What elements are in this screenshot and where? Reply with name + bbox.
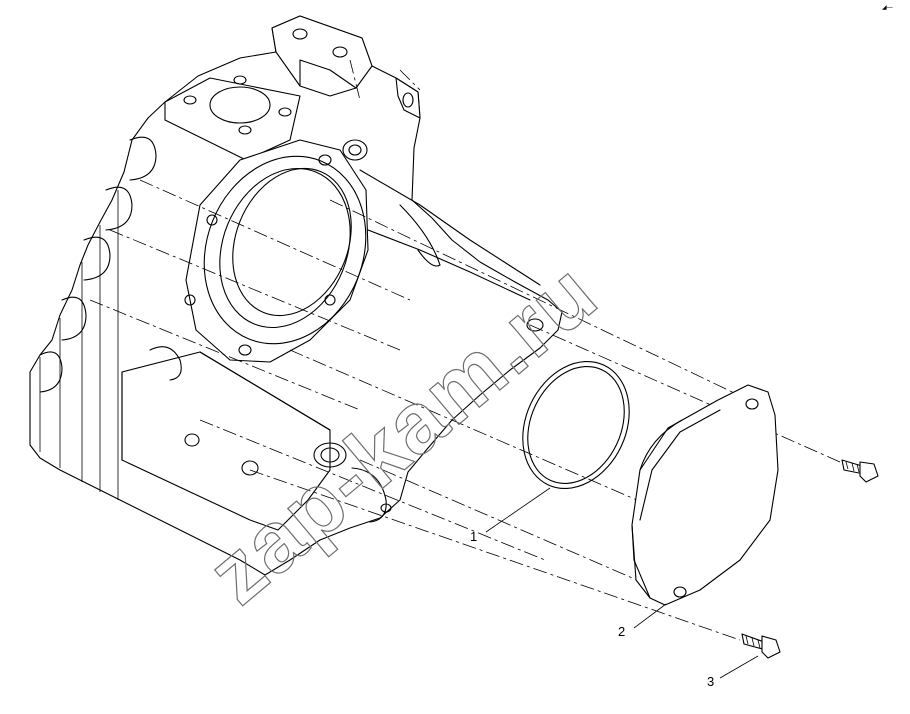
part-3-bolt-lower [741, 633, 781, 659]
part-3-bolt-upper [841, 459, 879, 483]
part-2-cover-plate [631, 384, 779, 606]
callout-1: 1 [470, 529, 477, 544]
corner-mark: ◢— [882, 5, 893, 11]
part-1-o-ring [522, 361, 630, 489]
callout-3: 3 [707, 674, 714, 689]
leader-lines [485, 487, 759, 679]
callout-2: 2 [618, 624, 625, 639]
housing-casting [29, 15, 563, 576]
assembly-dash-lines [89, 59, 841, 641]
